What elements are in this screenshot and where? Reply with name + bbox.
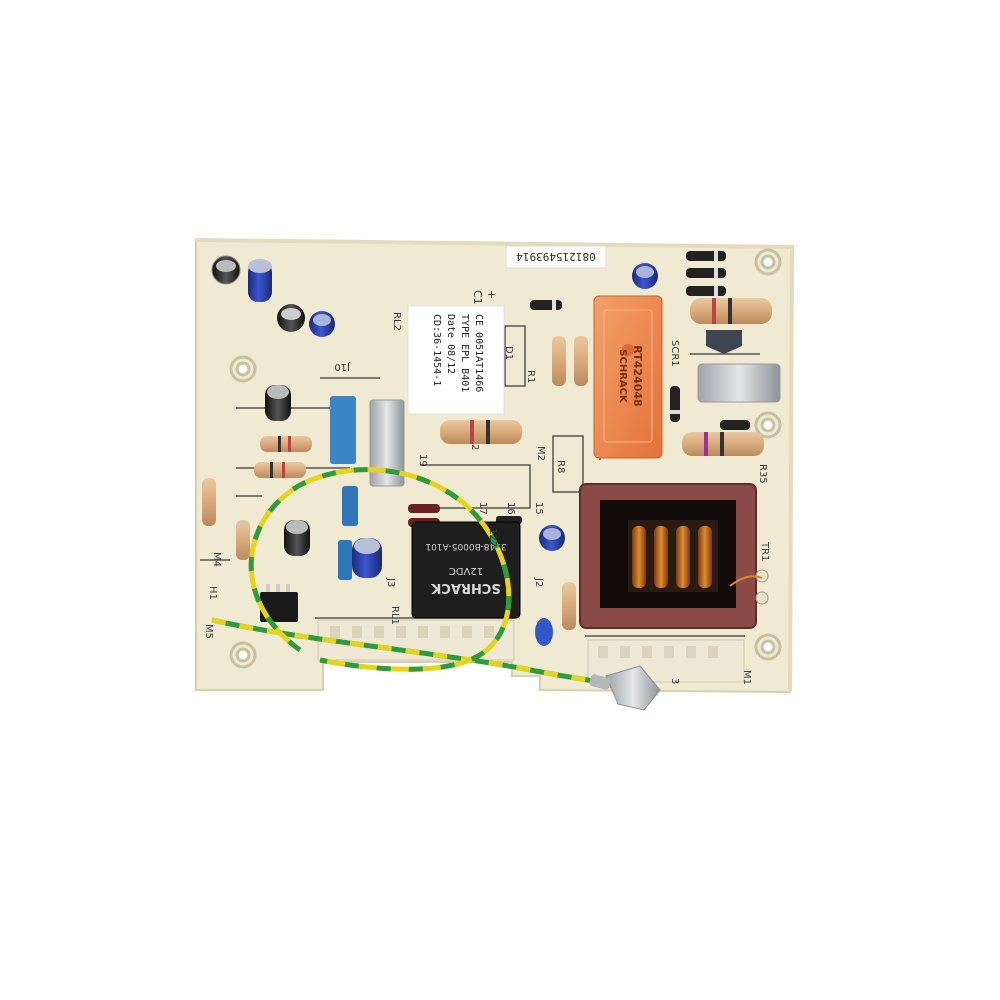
label-2: 2: [469, 444, 480, 450]
black-relay-brand: SCHRACK: [430, 580, 500, 595]
label-17: 17: [477, 502, 488, 515]
transformer: [579, 483, 769, 629]
certification-label: CE 0051AT1466 TYPE EPL B401 Date 08/12 C…: [407, 305, 505, 415]
orange-relay: RT424048 SCHRACK: [593, 295, 663, 459]
spade-terminal: [589, 665, 661, 711]
serial-sticker: 081215493914: [505, 245, 607, 269]
label-line-1: CE 0051AT1466: [473, 314, 484, 392]
label-c1: C1: [471, 290, 484, 305]
scr-component: [706, 330, 742, 354]
black-relay-rating: 12VDC: [449, 565, 483, 576]
label-line-2: TYPE EPL B401: [459, 314, 470, 392]
silkscreen-labels: C1 + RL2 J10 D1 R1 R8 M2 R35 SCR1 TR1 M4…: [203, 290, 770, 685]
label-r35: R35: [757, 464, 768, 484]
black-relay-part: 3148-B0005-A101: [425, 541, 506, 551]
label-19: 19: [417, 454, 428, 467]
film-capacitors: [330, 396, 553, 646]
label-line-4: CD:36-1454-1: [431, 314, 442, 386]
label-plus: +: [485, 290, 498, 299]
label-h1: H1: [207, 586, 218, 600]
label-m5: M5: [203, 624, 214, 639]
label-scr1: SCR1: [669, 340, 680, 367]
label-j3: J3: [385, 577, 396, 587]
label-rl2: RL2: [391, 312, 402, 331]
label-j10: J10: [334, 361, 351, 372]
label-r1: R1: [525, 370, 536, 383]
label-r8: R8: [555, 460, 566, 473]
resistors: [202, 298, 772, 630]
metal-blocks: [369, 363, 781, 487]
label-m4: M4: [211, 552, 222, 567]
earth-wire: [211, 467, 611, 687]
serial-number: 081215493914: [516, 250, 596, 263]
label-16: 16: [505, 502, 516, 515]
label-m1: M1: [741, 670, 752, 685]
label-rl1: RL1: [389, 606, 400, 625]
orange-relay-model: RT424048: [631, 345, 644, 406]
mounting-holes: [229, 248, 782, 669]
label-j2: J2: [533, 577, 544, 587]
label-d1: D1: [503, 346, 514, 360]
label-122: 122: [487, 528, 498, 547]
label-3: 3: [669, 678, 680, 684]
label-line-3: Date 08/12: [445, 314, 456, 374]
electrolytic-capacitors: [211, 255, 658, 578]
label-15: 15: [533, 502, 544, 515]
black-relay: SCHRACK 12VDC 3148-B0005-A101: [411, 521, 521, 619]
small-ic-chip: [260, 584, 298, 622]
label-m2: M2: [535, 446, 546, 461]
orange-relay-brand: SCHRACK: [617, 349, 628, 404]
label-tr1: TR1: [759, 541, 770, 561]
